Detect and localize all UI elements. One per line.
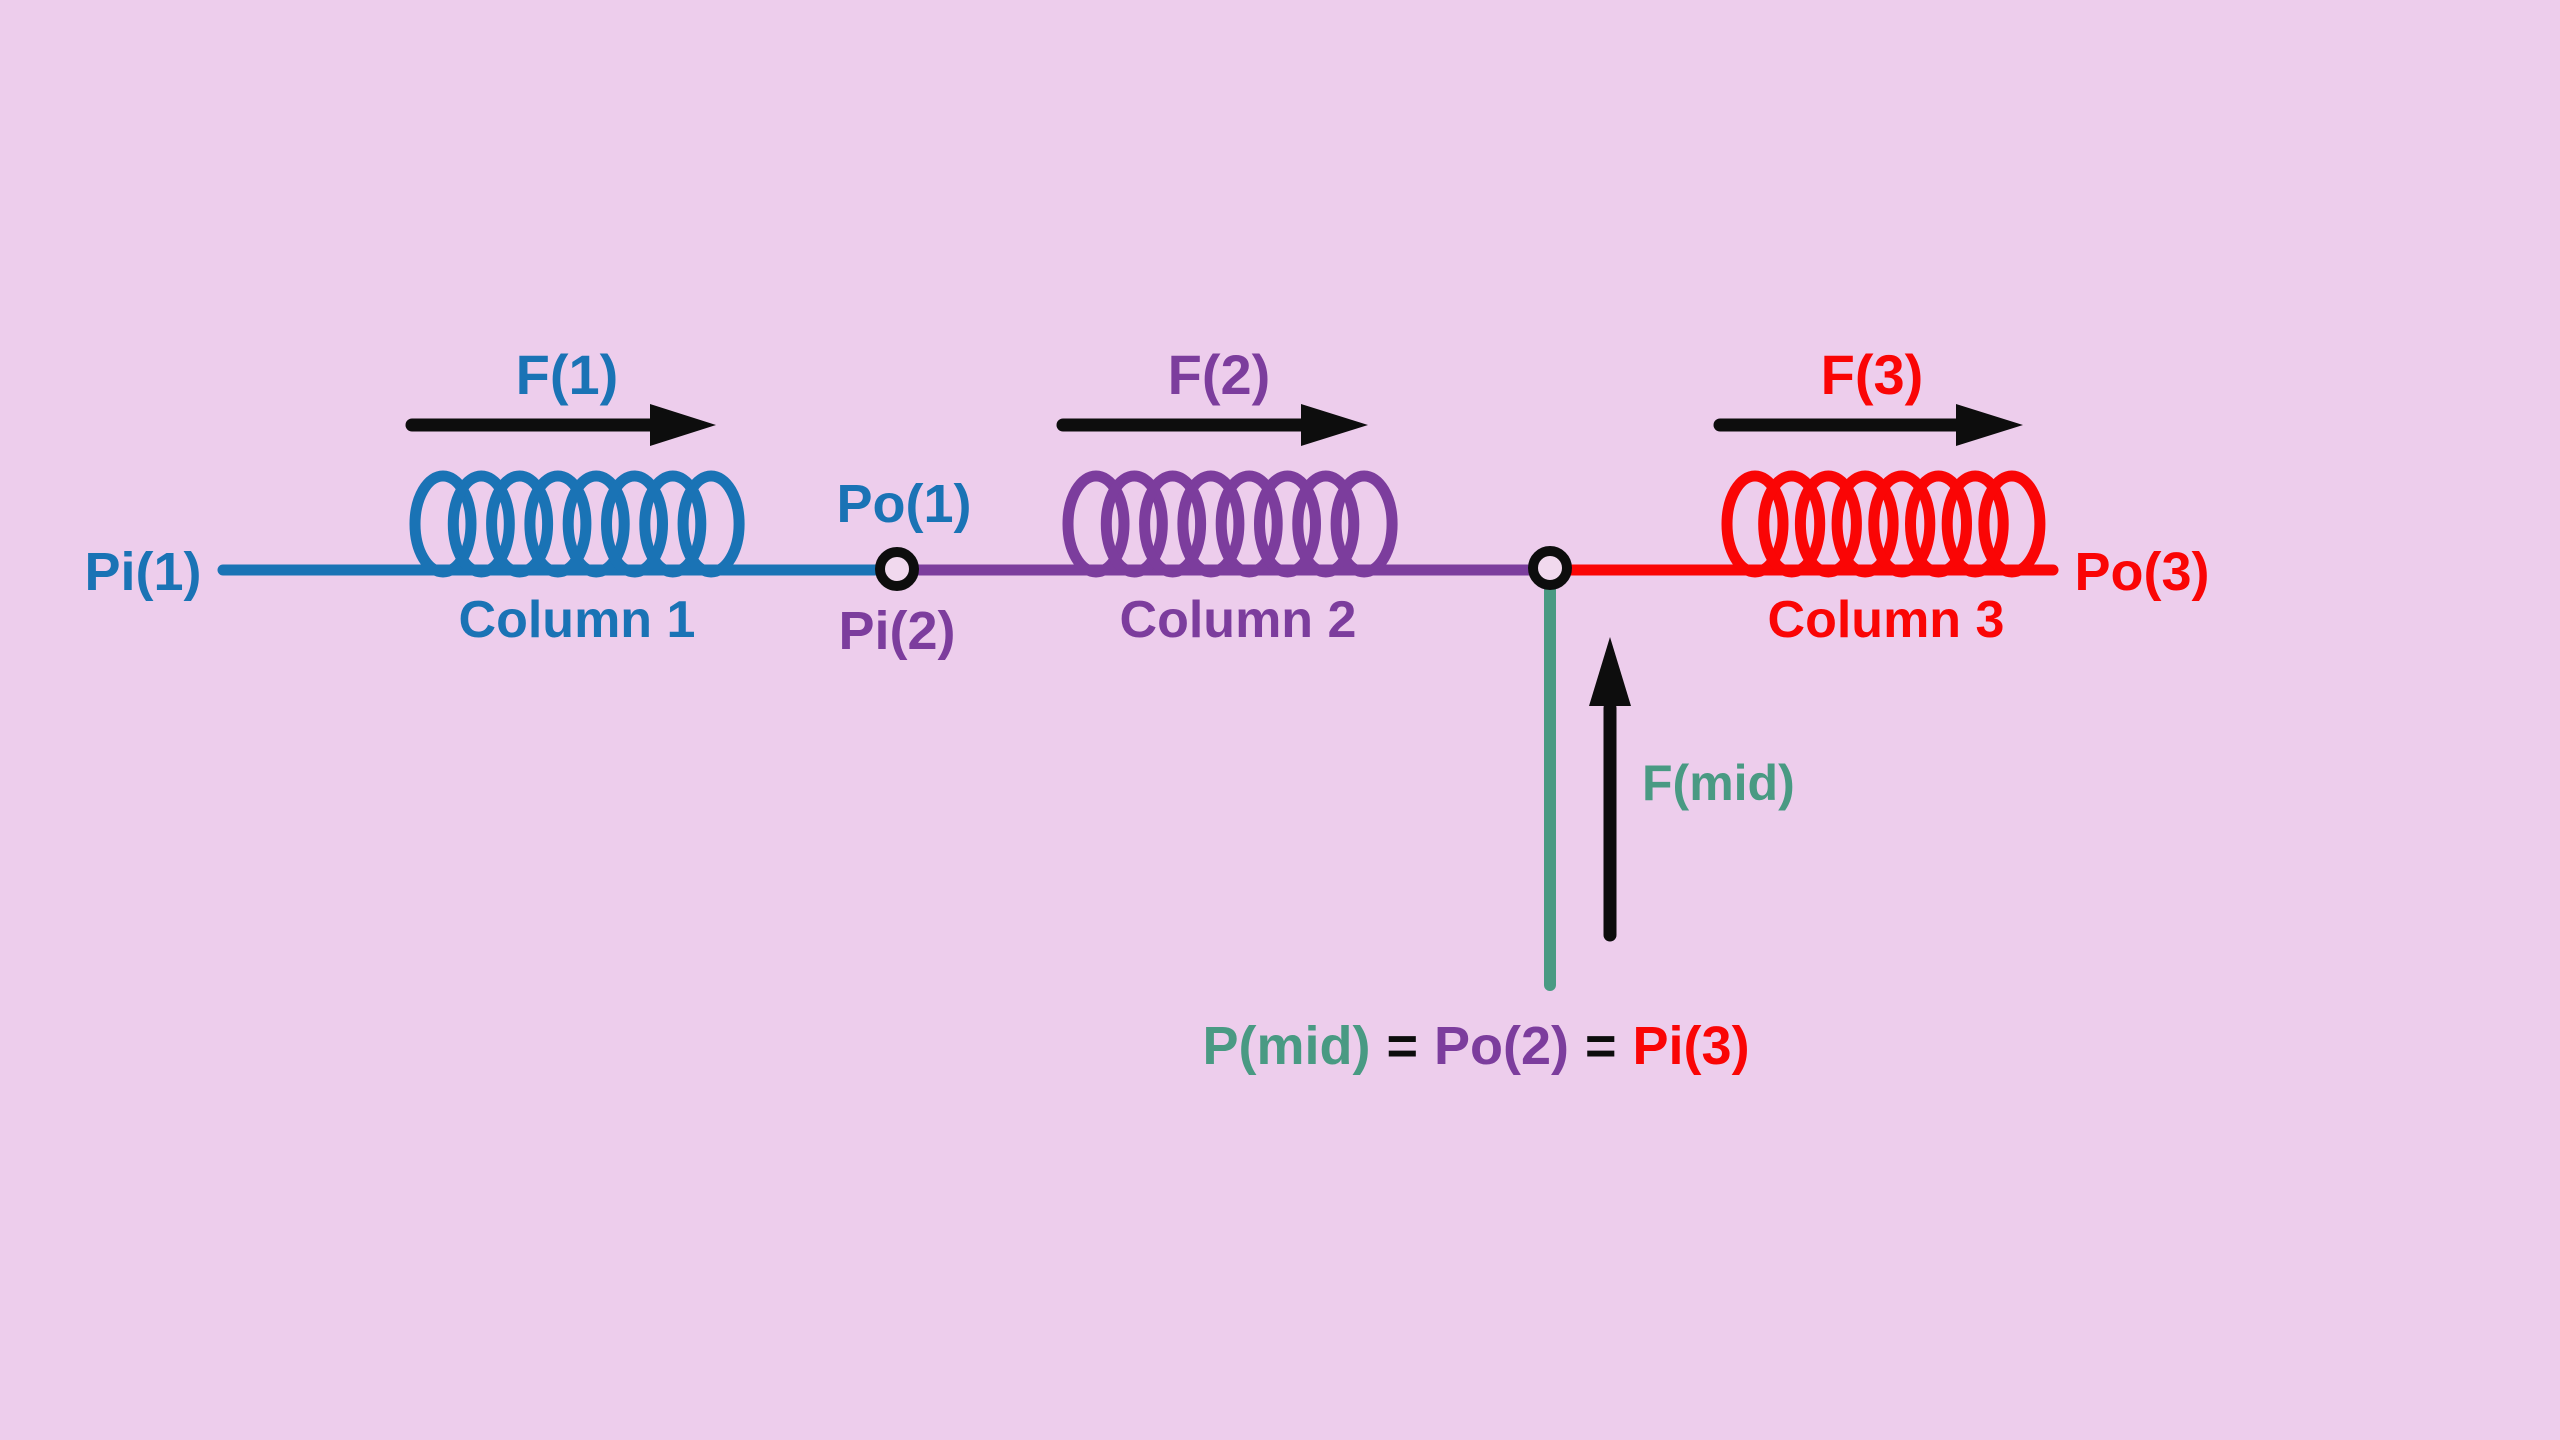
junction-node-1 bbox=[875, 547, 919, 591]
equation-equals-2: = bbox=[1584, 1016, 1617, 1076]
force-label-column3: F(3) bbox=[1820, 343, 1924, 406]
junction-pressure-equation: P(mid) = Po(2) = Pi(3) bbox=[1202, 1019, 1749, 1073]
inlet-pressure-label-column2: Pi(2) bbox=[838, 601, 956, 661]
force-arrow-1 bbox=[405, 404, 716, 446]
equation-equals-1: = bbox=[1386, 1016, 1418, 1076]
mid-force-arrow bbox=[1589, 637, 1631, 942]
column1-name-label: Column 1 bbox=[458, 591, 696, 649]
outlet-pressure-label-column3: Po(3) bbox=[2074, 542, 2210, 602]
column2-name-label: Column 2 bbox=[1119, 591, 1357, 649]
force-arrow-2 bbox=[1056, 404, 1368, 446]
spring-coil-column1 bbox=[409, 470, 745, 578]
equation-pi3: Pi(3) bbox=[1632, 1016, 1750, 1076]
equation-pmid: P(mid) bbox=[1202, 1016, 1371, 1076]
equation-po2: Po(2) bbox=[1433, 1016, 1569, 1076]
spring-coil-column2 bbox=[1062, 470, 1398, 578]
force-label-column2: F(2) bbox=[1167, 343, 1271, 406]
outlet-pressure-label-column1: Po(1) bbox=[836, 474, 972, 534]
spring-coil-column3 bbox=[1721, 470, 2046, 578]
inlet-pressure-label-column1: Pi(1) bbox=[84, 542, 202, 602]
force-arrow-3 bbox=[1713, 404, 2023, 446]
force-label-column1: F(1) bbox=[515, 343, 619, 406]
junction-node-2 bbox=[1528, 546, 1572, 590]
column3-name-label: Column 3 bbox=[1767, 591, 2005, 649]
mid-force-label: F(mid) bbox=[1642, 755, 1795, 811]
